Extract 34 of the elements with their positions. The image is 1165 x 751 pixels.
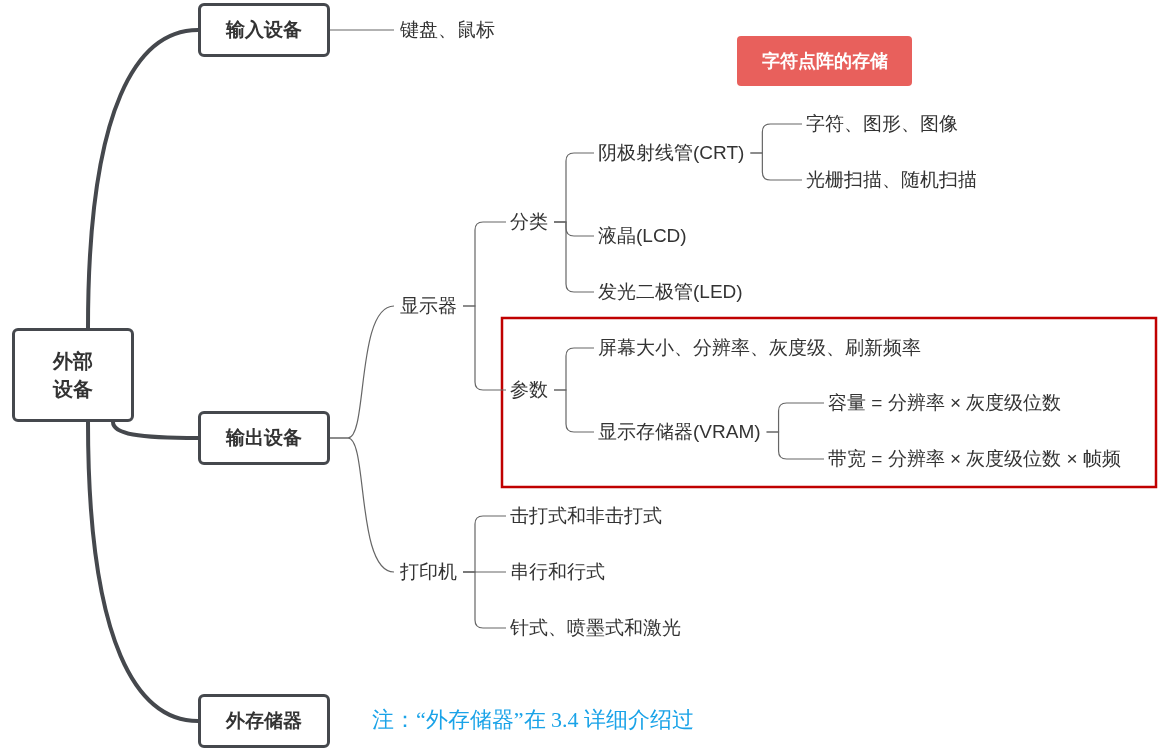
connector-line xyxy=(765,431,825,460)
topic-label: 光栅扫描、随机扫描 xyxy=(806,167,977,193)
connector-line xyxy=(462,571,507,629)
topic-box: 输入设备 xyxy=(198,3,330,57)
topic-label: 参数 xyxy=(510,377,548,403)
topic-label: 发光二极管(LED) xyxy=(598,279,743,305)
topic-label: 串行和行式 xyxy=(510,559,605,585)
topic-label: 显示器 xyxy=(400,293,457,319)
topic-label: 屏幕大小、分辨率、灰度级、刷新频率 xyxy=(598,335,921,361)
connector-line xyxy=(749,152,803,181)
connector-line xyxy=(86,28,199,329)
topic-label: 分类 xyxy=(510,209,548,235)
connector-line xyxy=(553,221,595,293)
topic-label: 液晶(LCD) xyxy=(598,223,687,249)
topic-box: 外部设备 xyxy=(12,328,134,422)
topic-label: 打印机 xyxy=(400,559,457,585)
connector-line xyxy=(329,29,395,31)
topic-label: 击打式和非击打式 xyxy=(510,503,662,529)
connector-line xyxy=(86,421,199,723)
connector-line xyxy=(329,437,395,573)
topic-box: 外存储器 xyxy=(198,694,330,748)
topic-label: 键盘、鼠标 xyxy=(400,17,495,43)
topic-label: 阴极射线管(CRT) xyxy=(598,140,745,166)
topic-label: 字符、图形、图像 xyxy=(806,111,958,137)
title-badge: 字符点阵的存储 xyxy=(737,36,912,86)
topic-box: 输出设备 xyxy=(198,411,330,465)
note-text: 注：“外存储器”在 3.4 详细介绍过 xyxy=(372,707,695,733)
topic-label: 带宽 = 分辨率 × 灰度级位数 × 帧频 xyxy=(828,446,1121,472)
topic-label: 容量 = 分辨率 × 灰度级位数 xyxy=(828,390,1062,416)
connector-line xyxy=(553,389,595,433)
topic-label: 针式、喷墨式和激光 xyxy=(510,615,681,641)
topic-label: 显示存储器(VRAM) xyxy=(598,419,761,445)
connector-line xyxy=(462,305,507,391)
connector-line xyxy=(111,421,198,440)
